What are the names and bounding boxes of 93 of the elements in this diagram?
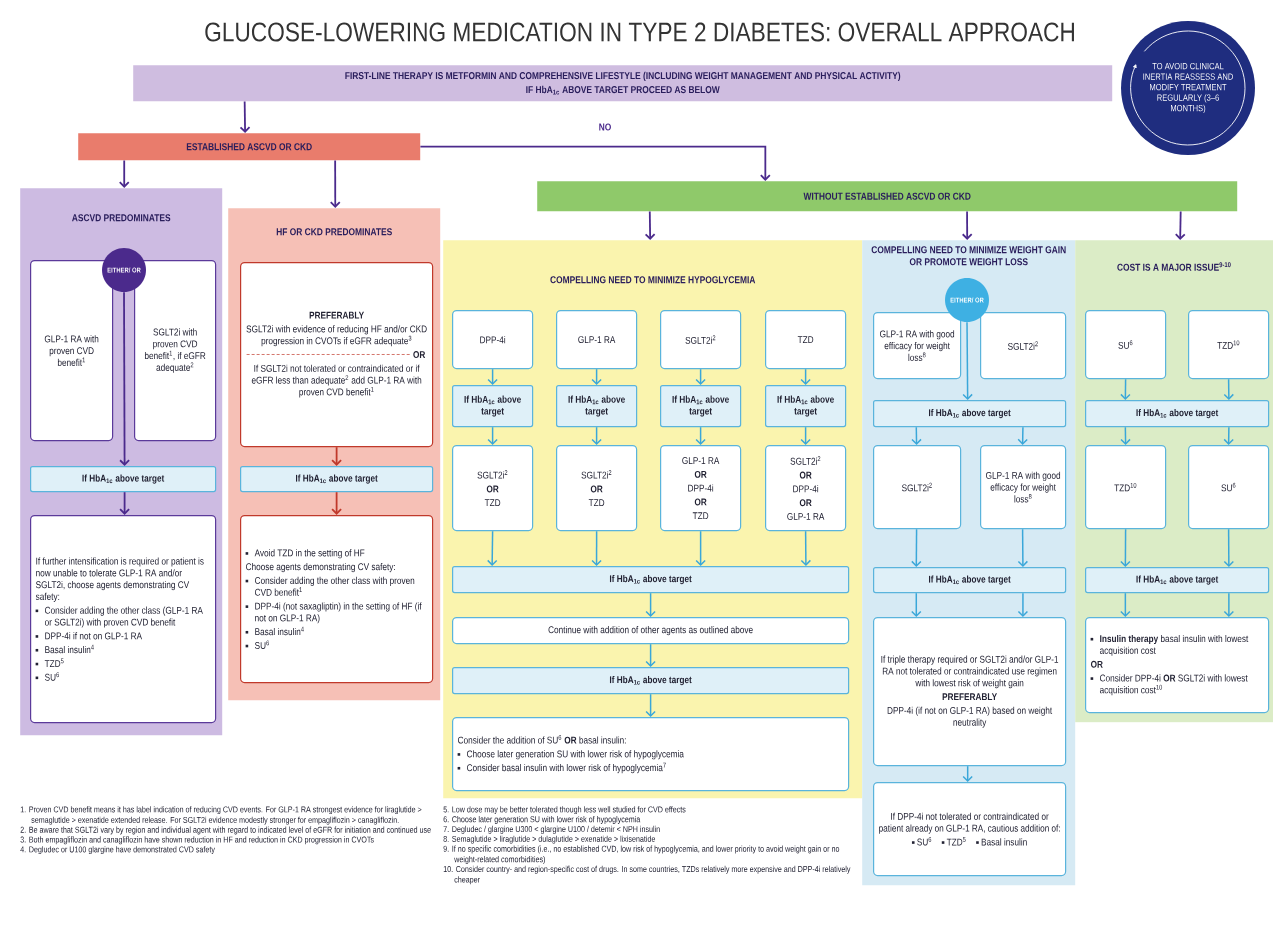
arrow <box>911 592 922 617</box>
arrow <box>1174 210 1186 240</box>
arrow <box>695 426 706 445</box>
condition-box: If HbA$_{1c}$ above target <box>240 466 434 493</box>
treatment-box: SGLT2i$^{2}$ <box>660 310 742 370</box>
arrow <box>591 426 602 445</box>
arrow <box>645 643 656 667</box>
footnote: 5. Low dose may be better tolerated though less well studied for CVD effects <box>443 806 686 815</box>
treatment-box: If DPP-4i not tolerated or contraindicated or patient already on GLP-1 RA, cautious addition of: SU$^{6}$ TZD$^{5}$ Basal insulin <box>873 782 1067 877</box>
treatment-box: If further intensification is required or patient is now unable to tolerate GLP-1 RA and/or SGLT2i, choose agents demonstrating CV safety: Consider adding the other class (GLP-1 RA or SGLT2i) with proven CVD benefit DPP-4i if not on GLP-1 RA Basal insulin$^{4}$ TZD$^{5}$ SU$^{6}$ <box>30 515 217 724</box>
arrow <box>961 210 973 240</box>
arrow <box>1223 592 1235 617</box>
arrow <box>1017 528 1029 567</box>
title: GLUCOSE-LOWERING MEDICATION IN TYPE 2 DIABETES: OVERALL APPROACH <box>205 22 1074 42</box>
footnote: 2. Be aware that SGLT2i vary by region and individual agent with regard to indicated level of eGFR for initiation and continued use <box>20 826 431 835</box>
treatment-box: TZD$^{10}$ <box>1085 445 1167 530</box>
condition-box: If HbA$_{1c}$ above target <box>452 385 534 428</box>
treatment-box: Avoid TZD in the setting of HF Choose agents demonstrating CV safety: Consider adding the other class with proven CVD benefit$^{1}$ DPP-4i (not saxagliptin) in the setting of HF (if not on GLP-1 RA) Basal insulin$^{4}$ SU$^{6}$ <box>240 515 434 684</box>
treatment-box: SGLT2i$^{2}$ OR TZD <box>452 445 534 532</box>
condition-box: If HbA$_{1c}$ above target <box>1085 567 1270 594</box>
treatment-box: GLP-1 RA <box>556 310 638 370</box>
arrow <box>419 145 771 181</box>
arrow <box>119 491 130 515</box>
condition-box: If HbA$_{1c}$ above target <box>452 667 850 695</box>
edge-label: NO <box>597 122 613 132</box>
arrow <box>1120 378 1131 400</box>
arrow <box>1223 426 1234 445</box>
treatment-box: PREFERABLY SGLT2i with evidence of reducing HF and/or CKD progression in CVOTs if eGFR adequate$^{3}$ OR If SGLT2i not tolerated or contraindicated or if eGFR less than adequate$^{2}$ add GLP-1 RA with proven CVD benefit$^{1}$ <box>240 262 434 448</box>
arrow <box>1120 592 1131 617</box>
banner: FIRST-LINE THERAPY IS METFORMIN AND COMPREHENSIVE LIFESTYLE (INCLUDING WEIGHT MANAGEMENT AND PHYSICAL ACTIVITY) IF HbA$_{1c}$ ABOVE TARGET PROCEED AS BELOW <box>133 65 1113 102</box>
condition-box: If HbA$_{1c}$ above target <box>556 385 638 428</box>
arrow <box>1017 592 1029 617</box>
condition-box: If HbA$_{1c}$ above target <box>873 400 1067 428</box>
arrow <box>119 291 130 466</box>
arrow <box>591 368 602 385</box>
treatment-box: If triple therapy required or SGLT2i and/or GLP-1 RA not tolerated or contraindicated use regimen with lowest risk of weight gain PREFERABLY DPP-4i (if not on GLP-1 RA) based on weight neutrality <box>873 617 1067 767</box>
footnote: 10. Consider country- and region-specific cost of drugs. In some countries, TZDs relatively more expensive and DPP-4i relatively cheaper <box>443 865 851 885</box>
arrow <box>487 368 498 385</box>
arrow <box>962 321 973 400</box>
treatment-box: Continue with addition of other agents as outlined above <box>452 617 850 645</box>
footnote: 8. Semaglutide > liraglutide > dulaglutide > exenatide > lixisenatide <box>443 835 656 844</box>
arrow <box>644 210 656 240</box>
treatment-box: SU$^{6}$ <box>1188 445 1270 530</box>
footnote: 4. Degludec or U100 glargine have demonstrated CVD safety <box>20 846 215 855</box>
treatment-box: TZD$^{10}$ <box>1188 310 1270 380</box>
treatment-box: SGLT2i$^{2}$ OR TZD <box>556 445 638 532</box>
footnote: 1. Proven CVD benefit means it has label indication of reducing CVD events. For GLP-1 RA strongest evidence for liraglutide > semaglutide > exenatide extended release. For SGLT2i evidence modestly stronger for empagliflozin > canagliflozin. <box>20 806 422 825</box>
treatment-box: GLP-1 RA OR DPP-4i OR TZD <box>660 445 742 532</box>
condition-box: If HbA$_{1c}$ above target <box>30 466 217 493</box>
treatment-box: Consider the addition of SU$^{6}$ OR basal insulin: Choose later generation SU with lower risk of hypoglycemia Consider basal insulin with lower risk of hypoglycemia$^{7}$ <box>452 717 850 792</box>
arrow <box>331 446 342 466</box>
arrow <box>329 159 341 208</box>
arrow <box>645 693 656 717</box>
condition-box: If HbA$_{1c}$ above target <box>1085 400 1270 428</box>
arrow <box>591 530 602 566</box>
arrow <box>645 592 656 617</box>
footnote: 9. If no specific comorbidities (i.e., no established CVD, low risk of hypoglycemia, and lower priority to avoid weight gain or no weight-related comorbidities) <box>443 845 840 864</box>
condition-box: If HbA$_{1c}$ above target <box>660 385 742 428</box>
treatment-box: Insulin therapy basal insulin with lowest acquisition cost OR Consider DPP-4i OR SGLT2i with lowest acquisition cost$^{10}$ <box>1085 617 1270 714</box>
condition-box: If HbA$_{1c}$ above target <box>765 385 847 428</box>
condition-box: If HbA$_{1c}$ above target <box>452 566 850 594</box>
footnote: 7. Degludec / glargine U300 < glargine U100 / detemir < NPH insulin <box>443 825 660 834</box>
condition-box: If HbA$_{1c}$ above target <box>873 567 1067 594</box>
treatment-box: TZD <box>765 310 847 370</box>
arrow <box>239 100 251 133</box>
arrow <box>695 368 706 385</box>
arrow <box>800 368 811 385</box>
arrow <box>1120 426 1131 445</box>
arrow <box>911 528 922 567</box>
arrow <box>487 426 498 445</box>
arrow <box>1223 528 1235 567</box>
footnote: 6. Choose later generation SU with lower risk of hypoglycemia <box>443 816 641 824</box>
treatment-box: SGLT2i$^{2}$ OR DPP-4i OR GLP-1 RA <box>765 445 847 532</box>
treatment-box: SU$^{6}$ <box>1085 310 1167 380</box>
treatment-box: DPP-4i <box>452 310 534 370</box>
treatment-box: SGLT2i$^{2}$ <box>873 445 962 530</box>
arrow <box>962 765 973 782</box>
decision-bar: WITHOUT ESTABLISHED ASCVD OR CKD <box>537 181 1238 212</box>
arrow <box>1017 426 1028 445</box>
arrow <box>486 530 498 566</box>
treatment-box: GLP-1 RA with good efficacy for weight loss$^{8}$ <box>873 312 962 380</box>
treatment-box: GLP-1 RA with good efficacy for weight loss$^{8}$ <box>980 445 1067 530</box>
decision-bar: ESTABLISHED ASCVD OR CKD <box>78 133 421 161</box>
arrow <box>331 491 342 515</box>
arrow <box>800 426 811 445</box>
treatment-box: SGLT2i$^{2}$ <box>980 312 1067 380</box>
arrow <box>1120 528 1131 567</box>
footnote: 3. Both empagliflozin and canagliflozin have shown reduction in HF and reduction in CKD progression in CVOTs <box>20 836 374 845</box>
arrow <box>1223 378 1235 400</box>
arrow <box>911 426 922 445</box>
arrow <box>800 530 812 566</box>
arrow <box>118 159 130 188</box>
arrow <box>695 530 706 566</box>
